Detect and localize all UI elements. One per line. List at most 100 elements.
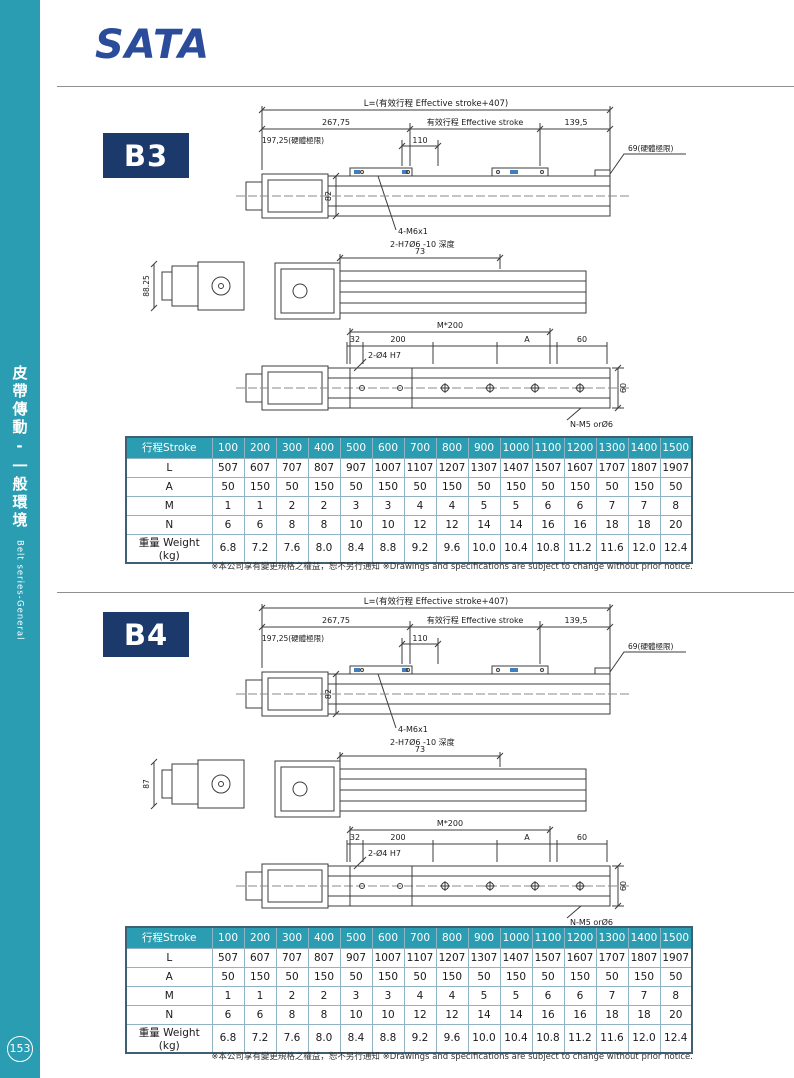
spec-cell: 8 xyxy=(659,985,693,1006)
stroke-value-header: 1000 xyxy=(499,436,533,459)
page-content: SATA B3 xyxy=(40,0,794,1078)
spec-cell: 1807 xyxy=(627,947,661,968)
spec-cell: 10.4 xyxy=(499,1023,533,1053)
stroke-header-cell: 行程Stroke xyxy=(125,436,213,459)
stroke-value-header: 500 xyxy=(339,926,373,949)
page-number: 153 xyxy=(7,1036,33,1062)
dim-label-effective-stroke: 有效行程 Effective stroke xyxy=(427,615,524,625)
dim-label-200: 200 xyxy=(390,335,405,344)
spec-cell: 3 xyxy=(371,495,405,516)
spec-cell: 10.4 xyxy=(499,533,533,563)
bottom-view-dimensions xyxy=(346,328,624,421)
spec-cell: 11.6 xyxy=(595,533,629,563)
dim-label-60-vertical: 60 xyxy=(619,881,628,891)
dim-label-139: 139,5 xyxy=(565,616,588,625)
spec-cell: 18 xyxy=(627,514,661,535)
spec-cell: 18 xyxy=(627,1004,661,1025)
spec-cell: 507 xyxy=(211,947,245,968)
spec-cell: 14 xyxy=(499,1004,533,1025)
row-label: 重量 Weight (kg) xyxy=(125,533,213,563)
spec-cell: 1 xyxy=(243,985,277,1006)
dim-label-hard-limit-left: 197,25(硬體極限) xyxy=(262,633,324,643)
stroke-value-header: 700 xyxy=(403,436,437,459)
spec-cell: 1 xyxy=(211,495,245,516)
spec-cell: 50 xyxy=(531,476,565,497)
dim-label-m200: M*200 xyxy=(437,321,463,330)
stroke-value-header: 1300 xyxy=(595,926,629,949)
spec-cell: 20 xyxy=(659,514,693,535)
callout-label-dowel-holes: 2-Ø4 H7 xyxy=(368,350,401,360)
spec-cell: 8.0 xyxy=(307,1023,341,1053)
stroke-value-header: 800 xyxy=(435,926,469,949)
disclaimer-note-b4: ※本公司享有變更規格之權益，恕不另行通知 ※Drawings and speci… xyxy=(211,1052,693,1062)
spec-cell: 10 xyxy=(371,1004,405,1025)
dim-label-200: 200 xyxy=(390,833,405,842)
dim-label-73: 73 xyxy=(415,247,425,256)
spec-cell: 12.4 xyxy=(659,1023,693,1053)
spec-cell: 16 xyxy=(563,1004,597,1025)
spec-cell: 6 xyxy=(563,495,597,516)
row-label: 重量 Weight (kg) xyxy=(125,1023,213,1053)
sidebar-label-zh-2: 一般環境 xyxy=(10,458,29,530)
spec-cell: 1507 xyxy=(531,947,565,968)
dim-label-side-height: 87 xyxy=(142,779,151,789)
spec-cell: 50 xyxy=(659,476,693,497)
spec-cell: 10.0 xyxy=(467,1023,501,1053)
row-label: N xyxy=(125,514,213,535)
spec-cell: 16 xyxy=(563,514,597,535)
spec-cell: 1607 xyxy=(563,457,597,478)
dim-label-139: 139,5 xyxy=(565,118,588,127)
spec-cell: 50 xyxy=(275,476,309,497)
stroke-value-header: 1100 xyxy=(531,436,565,459)
spec-cell: 8.8 xyxy=(371,1023,405,1053)
spec-cell: 1 xyxy=(211,985,245,1006)
stroke-value-header: 1200 xyxy=(563,926,597,949)
spec-cell: 150 xyxy=(371,966,405,987)
spec-cell: 150 xyxy=(243,476,277,497)
row-label: L xyxy=(125,947,213,968)
spec-cell: 5 xyxy=(467,985,501,1006)
sidebar-label-en: Belt series-General xyxy=(14,540,25,641)
stroke-value-header: 900 xyxy=(467,436,501,459)
spec-cell: 12.4 xyxy=(659,533,693,563)
spec-cell: 150 xyxy=(435,966,469,987)
spec-cell: 6 xyxy=(211,514,245,535)
spec-cell: 14 xyxy=(467,1004,501,1025)
spec-cell: 7 xyxy=(595,985,629,1006)
spec-cell: 1007 xyxy=(371,457,405,478)
spec-cell: 10.8 xyxy=(531,533,565,563)
dim-label-267: 267,75 xyxy=(322,616,350,625)
row-label: A xyxy=(125,476,213,497)
dim-label-total-length: L=(有效行程 Effective stroke+407) xyxy=(364,98,508,109)
spec-cell: 50 xyxy=(467,476,501,497)
spec-cell: 2 xyxy=(275,985,309,1006)
section-divider xyxy=(57,592,794,593)
spec-cell: 11.2 xyxy=(563,533,597,563)
callout-label-mounting-holes: N-M5 orØ6 xyxy=(570,917,613,926)
spec-cell: 807 xyxy=(307,457,341,478)
callout-label-m6: 4-M6x1 xyxy=(398,725,428,734)
spec-cell: 12 xyxy=(403,514,437,535)
dim-label-82: 82 xyxy=(324,689,333,699)
spec-cell: 1307 xyxy=(467,947,501,968)
spec-cell: 150 xyxy=(307,966,341,987)
dim-label-82: 82 xyxy=(324,191,333,201)
main-view-body xyxy=(236,665,630,717)
dim-label-60-vertical: 60 xyxy=(619,383,628,393)
spec-cell: 8 xyxy=(307,514,341,535)
stroke-value-header: 200 xyxy=(243,436,277,459)
spec-cell: 607 xyxy=(243,457,277,478)
spec-cell: 1207 xyxy=(435,457,469,478)
stroke-value-header: 1500 xyxy=(659,436,693,459)
spec-cell: 1407 xyxy=(499,457,533,478)
header-divider xyxy=(57,86,794,87)
spec-cell: 8 xyxy=(307,1004,341,1025)
spec-cell: 1707 xyxy=(595,947,629,968)
row-label: N xyxy=(125,1004,213,1025)
spec-cell: 50 xyxy=(211,966,245,987)
spec-cell: 1707 xyxy=(595,457,629,478)
dim-label-hard-limit-right: 69(硬體極限) xyxy=(628,641,673,651)
stroke-value-header: 1000 xyxy=(499,926,533,949)
